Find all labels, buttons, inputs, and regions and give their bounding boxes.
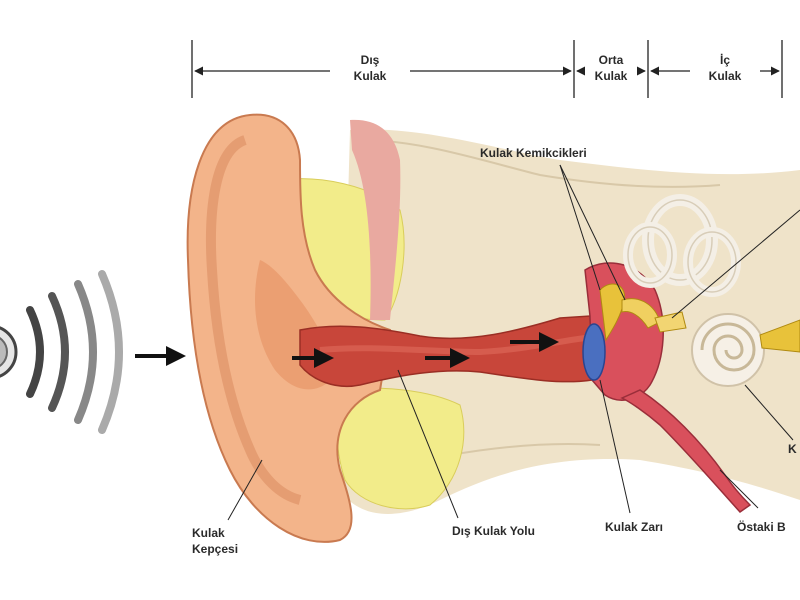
pinna-label-2: Kepçesi [192, 542, 238, 556]
ossicles-label: Kulak Kemikcikleri [480, 146, 587, 160]
eustachian-label: Östaki B [737, 519, 786, 534]
leader-lines [227, 164, 800, 521]
semicircular-canals [623, 194, 741, 297]
eardrum-label: Kulak Zarı [605, 520, 663, 534]
eustachian-tube [620, 389, 752, 513]
cochlea [691, 313, 765, 387]
inner-ear-label-2: Kulak [709, 69, 742, 83]
middle-ear-label-2: Kulak [595, 69, 628, 83]
auditory-nerve [759, 319, 800, 353]
sound-waves-icon [0, 270, 123, 434]
cochlea-label-partial: K [788, 442, 797, 456]
skin-upper [350, 119, 401, 321]
ear-canal-label: Dış Kulak Yolu [452, 524, 535, 538]
cartilage-lower [336, 387, 465, 510]
pinna-label-1: Kulak [192, 526, 225, 540]
outer-ear-label-2: Kulak [354, 69, 387, 83]
outer-ear-label-1: Dış [361, 53, 380, 67]
inner-ear-label-1: İç [720, 52, 730, 67]
pinna-helix-inner [205, 135, 302, 505]
middle-ear-label-1: Orta [599, 53, 624, 67]
section-dimension-lines [191, 40, 783, 98]
ossicles [599, 283, 687, 342]
eardrum [582, 323, 606, 381]
arrow-right-icon [135, 332, 559, 368]
